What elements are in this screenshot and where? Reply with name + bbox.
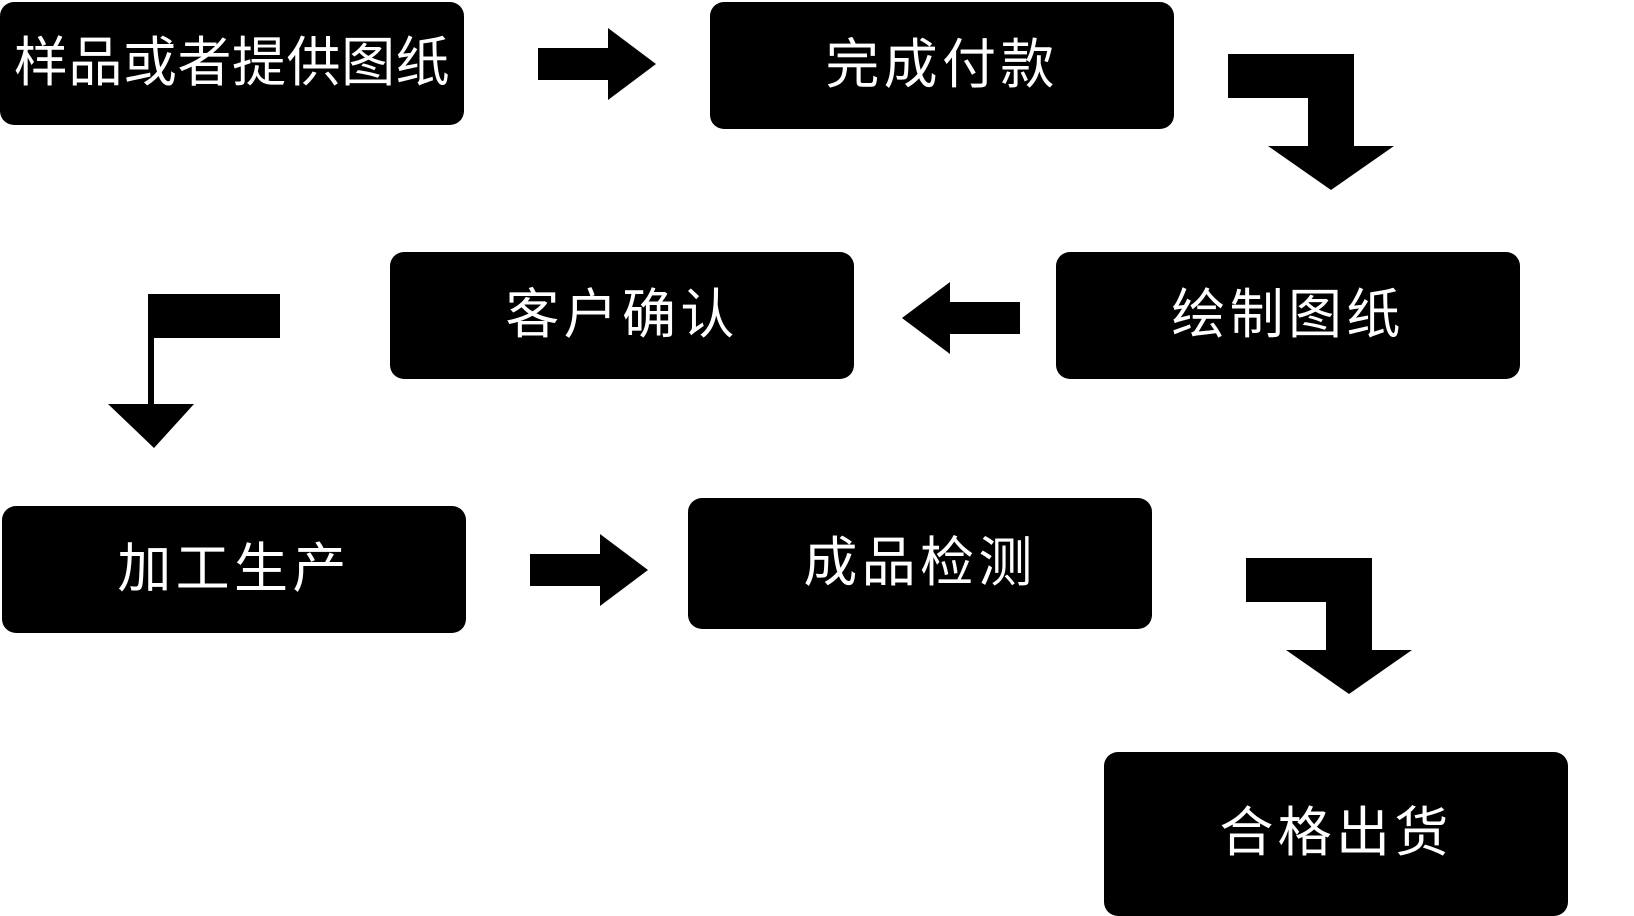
- node-production[interactable]: 加工生产: [2, 506, 466, 633]
- node-shipping-label: 合格出货: [1219, 803, 1453, 864]
- node-sample-label: 样品或者提供图纸: [13, 32, 451, 93]
- connector-sample-to-payment-arrow-right-icon: [538, 28, 656, 100]
- node-customer-confirm-label: 客户确认: [505, 284, 739, 345]
- node-draw-drawings-label: 绘制图纸: [1171, 284, 1405, 345]
- connector-production-to-inspection-arrow-right-icon: [530, 534, 648, 606]
- node-inspection[interactable]: 成品检测: [688, 498, 1152, 629]
- node-payment[interactable]: 完成付款: [710, 2, 1174, 129]
- node-production-label: 加工生产: [117, 538, 351, 599]
- node-draw-drawings[interactable]: 绘制图纸: [1056, 252, 1520, 379]
- connector-draw-to-confirm-arrow-left-icon: [902, 282, 1020, 354]
- connector-confirm-to-production-elbow-down-icon: [108, 294, 280, 448]
- node-shipping[interactable]: 合格出货: [1104, 752, 1568, 916]
- connector-payment-to-draw-elbow-down-icon: [1228, 36, 1394, 190]
- node-inspection-label: 成品检测: [803, 532, 1037, 593]
- node-payment-label: 完成付款: [825, 34, 1059, 95]
- node-customer-confirm[interactable]: 客户确认: [390, 252, 854, 379]
- connector-inspection-to-shipping-elbow-down-icon: [1246, 540, 1412, 694]
- node-sample[interactable]: 样品或者提供图纸: [0, 2, 464, 125]
